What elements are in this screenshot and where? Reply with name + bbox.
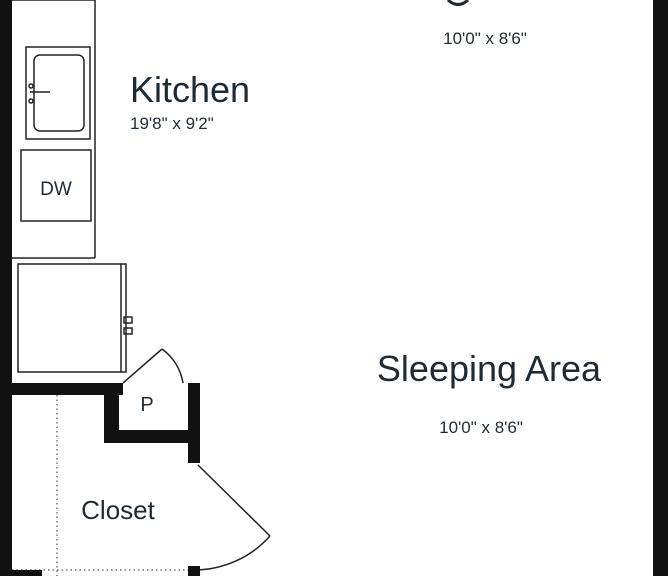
- pantry-door: [122, 348, 184, 384]
- sleeping-area-dimensions: 10'0" x 8'6": [439, 418, 523, 437]
- refrigerator: [17, 263, 133, 373]
- kitchen-counter: [12, 0, 96, 259]
- pantry-label: P: [140, 394, 153, 416]
- closet-rod-lines: [12, 395, 190, 576]
- top-room-label-fragment: [446, 0, 470, 6]
- right-outer-wall: [653, 0, 668, 576]
- bottom-wall-left: [12, 570, 42, 576]
- pantry-walls: [0, 383, 200, 463]
- kitchen-label: Kitchen: [130, 69, 250, 110]
- dishwasher-label: DW: [40, 179, 72, 200]
- sink-icon: [25, 46, 91, 140]
- dishwasher: DW: [20, 149, 92, 222]
- closet-door: [193, 464, 271, 571]
- sleeping-area-label: Sleeping Area: [377, 348, 602, 389]
- kitchen-dimensions: 19'8" x 9'2": [130, 114, 214, 133]
- closet-label: Closet: [81, 495, 155, 525]
- bottom-wall-stub: [188, 566, 200, 576]
- top-room-dimensions: 10'0" x 8'6": [443, 29, 527, 48]
- left-outer-wall: [0, 0, 12, 576]
